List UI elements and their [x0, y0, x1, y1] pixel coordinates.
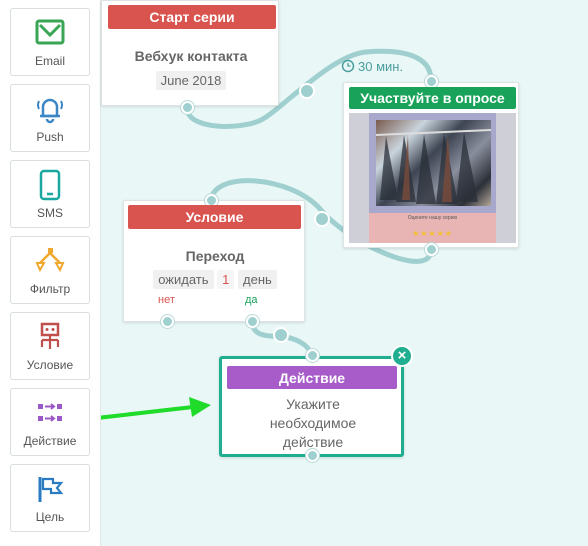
action-icon [34, 397, 66, 429]
condition-yes-port[interactable] [246, 315, 259, 328]
condition-no-port[interactable] [161, 315, 174, 328]
start-node[interactable]: Старт серии Вебхук контакта June 2018 [101, 0, 279, 114]
condition-yes-label: да [245, 294, 258, 306]
action-node-text: Укажите необходимое действие [269, 396, 357, 450]
tool-sms[interactable]: SMS [10, 160, 90, 228]
tool-condition-label: Условие [26, 358, 74, 372]
arrow-icon [101, 397, 211, 420]
condition-node-header: Условие [128, 205, 301, 229]
phone-icon [34, 169, 66, 201]
workflow-canvas[interactable]: 30 мин. Старт серии Вебхук контакта June… [101, 0, 588, 546]
survey-node[interactable]: Участвуйте в опросе Оцените нашу серию ★… [343, 75, 519, 256]
close-icon[interactable]: × [391, 345, 413, 367]
condition-no-label: нет [158, 294, 175, 306]
start-node-title: Вебхук контакта [134, 48, 248, 64]
filter-icon [34, 245, 66, 277]
tool-filter-label: Фильтр [29, 282, 71, 296]
condition-icon [34, 321, 66, 353]
bell-icon [34, 93, 66, 125]
start-node-header: Старт серии [108, 5, 276, 29]
tool-condition[interactable]: Условие [10, 312, 90, 380]
tool-push[interactable]: Push [10, 84, 90, 152]
tool-action-label: Действие [23, 434, 77, 448]
tool-email-label: Email [34, 54, 65, 68]
flag-icon [34, 473, 66, 505]
start-node-date: June 2018 [155, 71, 227, 90]
email-icon [34, 17, 66, 49]
tool-palette: Email Push SMS Фильтр Условие Действие [0, 0, 101, 546]
tool-push-label: Push [36, 130, 64, 144]
delay-label: 30 мин. [358, 59, 404, 74]
condition-node-title: Переход [185, 248, 245, 264]
start-node-output-port[interactable] [181, 101, 194, 114]
tool-goal[interactable]: Цель [10, 464, 90, 532]
email-preview: Оцените нашу серию ★★★★★ [349, 113, 516, 243]
action-node-output-port[interactable] [306, 449, 319, 462]
email-preview-caption: Оцените нашу серию [407, 215, 458, 221]
tool-email[interactable]: Email [10, 8, 90, 76]
condition-node[interactable]: Условие Переход ожидать 1 день нет да [123, 194, 305, 328]
tool-sms-label: SMS [36, 206, 63, 220]
action-node[interactable]: Действие Укажите необходимое действие × [219, 345, 413, 462]
condition-wait-count[interactable]: 1 [217, 270, 235, 289]
clothing-rack-image [375, 120, 492, 206]
rating-stars: ★★★★★ [412, 229, 453, 238]
action-node-header: Действие [227, 366, 397, 389]
clock-icon [341, 59, 355, 73]
tool-goal-label: Цель [35, 510, 65, 524]
survey-node-output-port[interactable] [425, 243, 438, 256]
survey-node-header: Участвуйте в опросе [349, 87, 516, 109]
connection-wires [101, 48, 434, 420]
condition-wait-unit[interactable]: день [238, 270, 277, 289]
action-node-input-port[interactable] [306, 349, 319, 362]
tool-filter[interactable]: Фильтр [10, 236, 90, 304]
tool-action[interactable]: Действие [10, 388, 90, 456]
condition-wait-label: ожидать [153, 270, 214, 289]
